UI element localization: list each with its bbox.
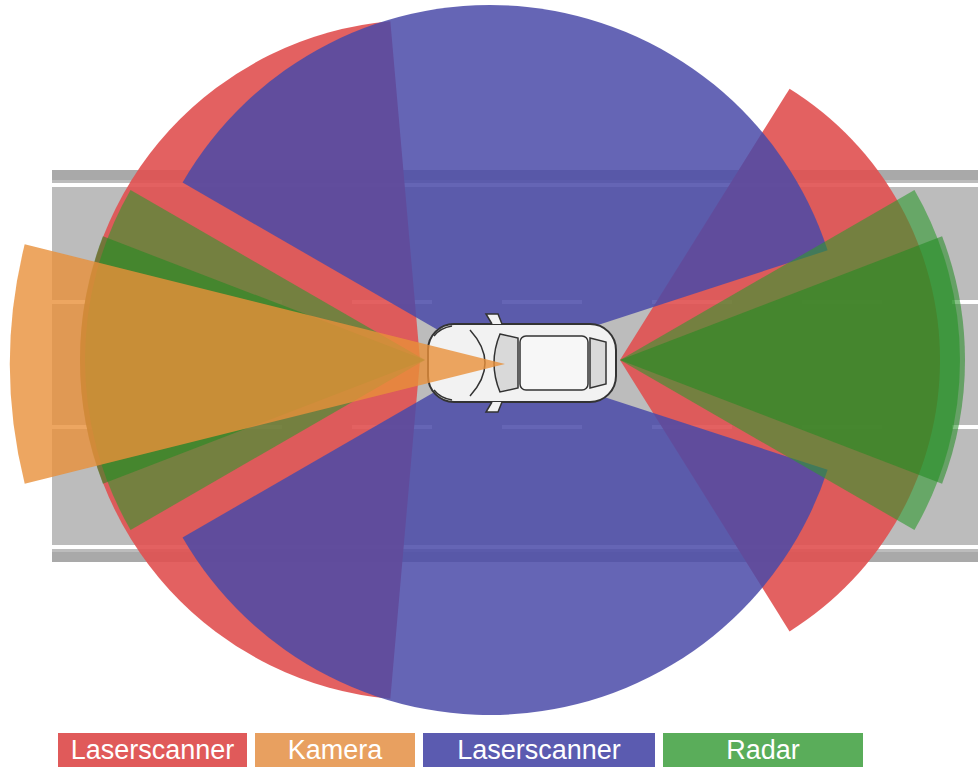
car-headlight — [434, 390, 452, 400]
legend-swatch: Kamera — [255, 733, 415, 767]
camera-field — [10, 244, 505, 484]
legend-label: Radar — [726, 733, 800, 767]
legend-swatch: Radar — [663, 733, 863, 767]
car-rear-window — [590, 338, 606, 388]
legend-label: Kamera — [288, 733, 383, 767]
camera-field — [10, 244, 505, 484]
car-mirror — [486, 402, 502, 412]
legend-label: Laserscanner — [457, 733, 621, 767]
legend-label: Laserscanner — [71, 733, 235, 767]
car-mirror — [486, 314, 502, 324]
radar-field-rear-narrow — [620, 236, 965, 483]
car-roof — [520, 336, 588, 390]
legend: Laserscanner Kamera Laserscanner Radar — [58, 733, 871, 767]
legend-swatch: Laserscanner — [58, 733, 247, 767]
legend-swatch: Laserscanner — [423, 733, 655, 767]
car-headlight — [434, 326, 452, 336]
